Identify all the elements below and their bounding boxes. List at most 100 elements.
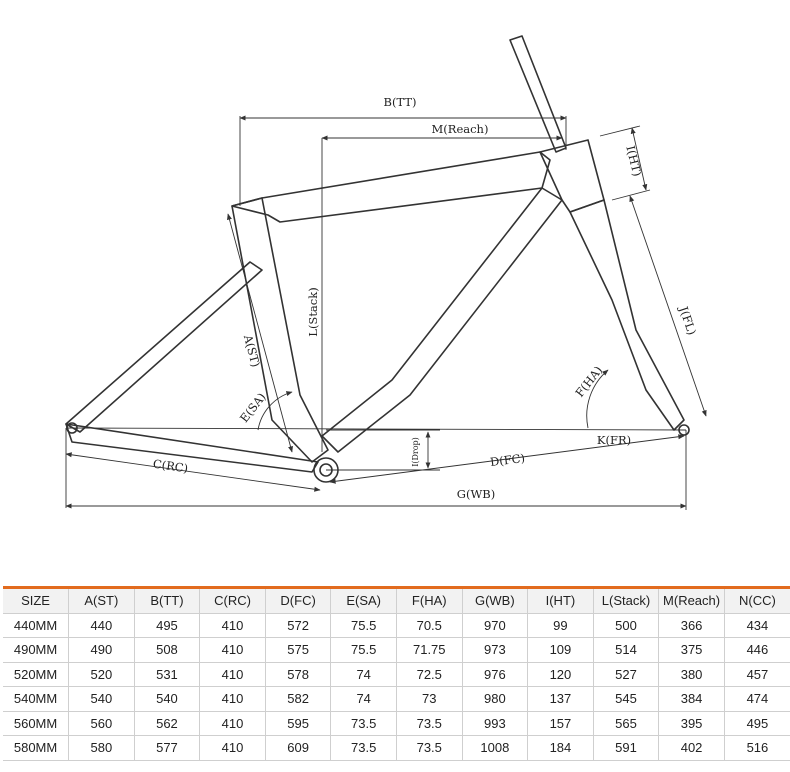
value-cell: 184 [527, 735, 594, 761]
value-cell: 516 [724, 735, 790, 761]
value-cell: 440 [68, 613, 135, 638]
label-rc: C(RC) [152, 457, 189, 476]
value-cell: 366 [658, 613, 725, 638]
value-cell: 410 [199, 711, 266, 736]
value-cell: 578 [265, 662, 332, 687]
label-fc: D(FC) [489, 451, 525, 469]
size-cell: 440MM [3, 613, 70, 638]
column-header: E(SA) [330, 587, 397, 614]
column-header: L(Stack) [593, 587, 660, 614]
label-wb: G(WB) [457, 487, 495, 501]
value-cell: 395 [658, 711, 725, 736]
value-cell: 402 [658, 735, 725, 761]
value-cell: 540 [134, 686, 201, 712]
label-sa: E(SA) [237, 390, 269, 425]
value-cell: 70.5 [396, 613, 463, 638]
value-cell: 99 [527, 613, 594, 638]
value-cell: 508 [134, 637, 201, 663]
value-cell: 560 [68, 711, 135, 736]
value-cell: 973 [462, 637, 529, 663]
size-cell: 540MM [3, 686, 70, 712]
value-cell: 495 [134, 613, 201, 638]
value-cell: 531 [134, 662, 201, 687]
value-cell: 375 [658, 637, 725, 663]
column-header: M(Reach) [658, 587, 725, 614]
label-fr: K(FR) [597, 433, 631, 447]
value-cell: 565 [593, 711, 660, 736]
value-cell: 410 [199, 662, 266, 687]
value-cell: 520 [68, 662, 135, 687]
value-cell: 540 [68, 686, 135, 712]
value-cell: 446 [724, 637, 790, 663]
column-header: F(HA) [396, 587, 463, 614]
value-cell: 137 [527, 686, 594, 712]
label-drop: I(Drop) [411, 437, 420, 467]
value-cell: 527 [593, 662, 660, 687]
value-cell: 74 [330, 662, 397, 687]
value-cell: 457 [724, 662, 790, 687]
value-cell: 562 [134, 711, 201, 736]
value-cell: 410 [199, 735, 266, 761]
value-cell: 591 [593, 735, 660, 761]
value-cell: 73.5 [330, 711, 397, 736]
label-reach: M(Reach) [432, 122, 489, 136]
value-cell: 545 [593, 686, 660, 712]
size-cell: 580MM [3, 735, 70, 761]
value-cell: 572 [265, 613, 332, 638]
value-cell: 74 [330, 686, 397, 712]
column-header: A(ST) [68, 587, 135, 614]
value-cell: 72.5 [396, 662, 463, 687]
value-cell: 109 [527, 637, 594, 663]
column-header: C(RC) [199, 587, 266, 614]
value-cell: 75.5 [330, 637, 397, 663]
value-cell: 495 [724, 711, 790, 736]
value-cell: 500 [593, 613, 660, 638]
value-cell: 157 [527, 711, 594, 736]
size-cell: 520MM [3, 662, 70, 687]
value-cell: 380 [658, 662, 725, 687]
value-cell: 410 [199, 613, 266, 638]
column-header: I(HT) [527, 587, 594, 614]
value-cell: 976 [462, 662, 529, 687]
column-header: SIZE [3, 587, 70, 614]
column-header: D(FC) [265, 587, 332, 614]
value-cell: 73.5 [330, 735, 397, 761]
size-cell: 490MM [3, 637, 70, 663]
value-cell: 71.75 [396, 637, 463, 663]
value-cell: 1008 [462, 735, 529, 761]
column-header: G(WB) [462, 587, 529, 614]
label-stack: L(Stack) [306, 287, 320, 336]
value-cell: 410 [199, 686, 266, 712]
value-cell: 577 [134, 735, 201, 761]
value-cell: 490 [68, 637, 135, 663]
label-tt: B(TT) [384, 95, 417, 109]
value-cell: 580 [68, 735, 135, 761]
label-ht: I(HT) [623, 144, 644, 178]
column-header: B(TT) [134, 587, 201, 614]
value-cell: 980 [462, 686, 529, 712]
label-ha: F(HA) [572, 363, 605, 399]
value-cell: 575 [265, 637, 332, 663]
value-cell: 73.5 [396, 735, 463, 761]
value-cell: 73 [396, 686, 463, 712]
value-cell: 970 [462, 613, 529, 638]
value-cell: 434 [724, 613, 790, 638]
value-cell: 993 [462, 711, 529, 736]
value-cell: 595 [265, 711, 332, 736]
value-cell: 514 [593, 637, 660, 663]
value-cell: 609 [265, 735, 332, 761]
value-cell: 73.5 [396, 711, 463, 736]
size-cell: 560MM [3, 711, 70, 736]
value-cell: 582 [265, 686, 332, 712]
frame-outline [65, 35, 690, 483]
dimension-lines [65, 115, 707, 510]
value-cell: 474 [724, 686, 790, 712]
value-cell: 75.5 [330, 613, 397, 638]
bike-frame-diagram: B(TT) M(Reach) I(HT) J(FL) L(Stack) A(ST… [65, 35, 707, 510]
